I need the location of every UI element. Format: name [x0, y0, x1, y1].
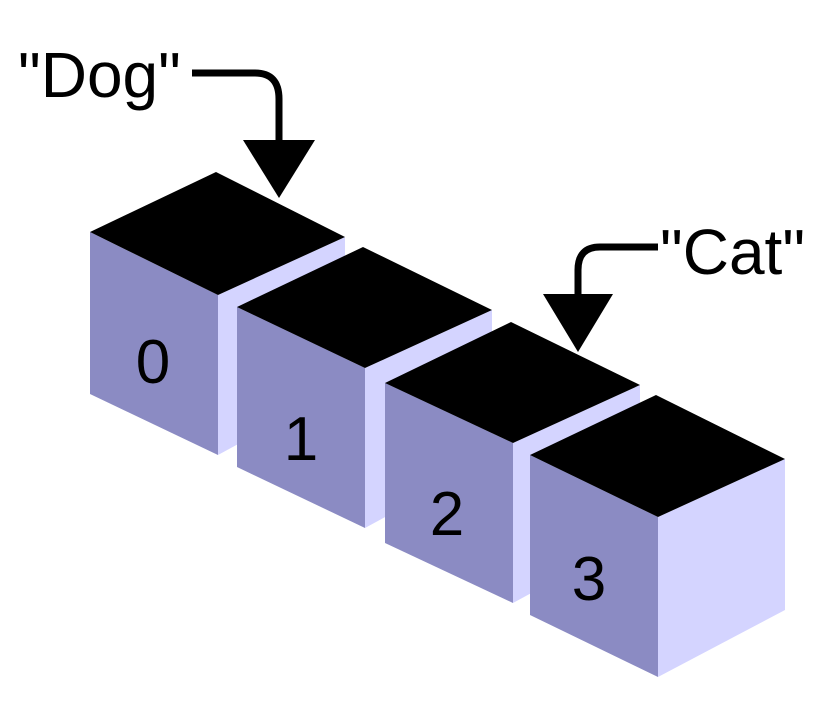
cell-3-side-face — [658, 459, 785, 677]
cell-3-front-face — [530, 455, 658, 677]
cell-0-front-face — [90, 232, 218, 455]
dog-pointer: "Dog" — [18, 39, 315, 198]
cell-0-index-label: 0 — [136, 328, 170, 397]
cell-1-index-label: 1 — [284, 405, 318, 474]
cell-3-top-face — [530, 395, 785, 517]
dog-arrow-line — [192, 69, 283, 142]
cell-0-top-face — [90, 172, 345, 295]
cat-arrow-head — [543, 294, 613, 352]
cell-2-front-face — [385, 383, 513, 603]
cell-2-top-face — [385, 322, 640, 443]
cat-label: "Cat" — [660, 216, 805, 288]
cell-1-front-face — [237, 307, 365, 528]
cell-3-index-label: 3 — [572, 545, 606, 614]
cell-1-top-face — [237, 247, 492, 368]
array-cell-3: 3 — [530, 395, 785, 677]
cat-pointer: "Cat" — [543, 216, 805, 352]
dog-arrow-head — [243, 140, 315, 198]
cat-arrow-line — [574, 243, 658, 296]
cell-2-index-label: 2 — [430, 480, 464, 549]
dog-label: "Dog" — [18, 39, 181, 111]
